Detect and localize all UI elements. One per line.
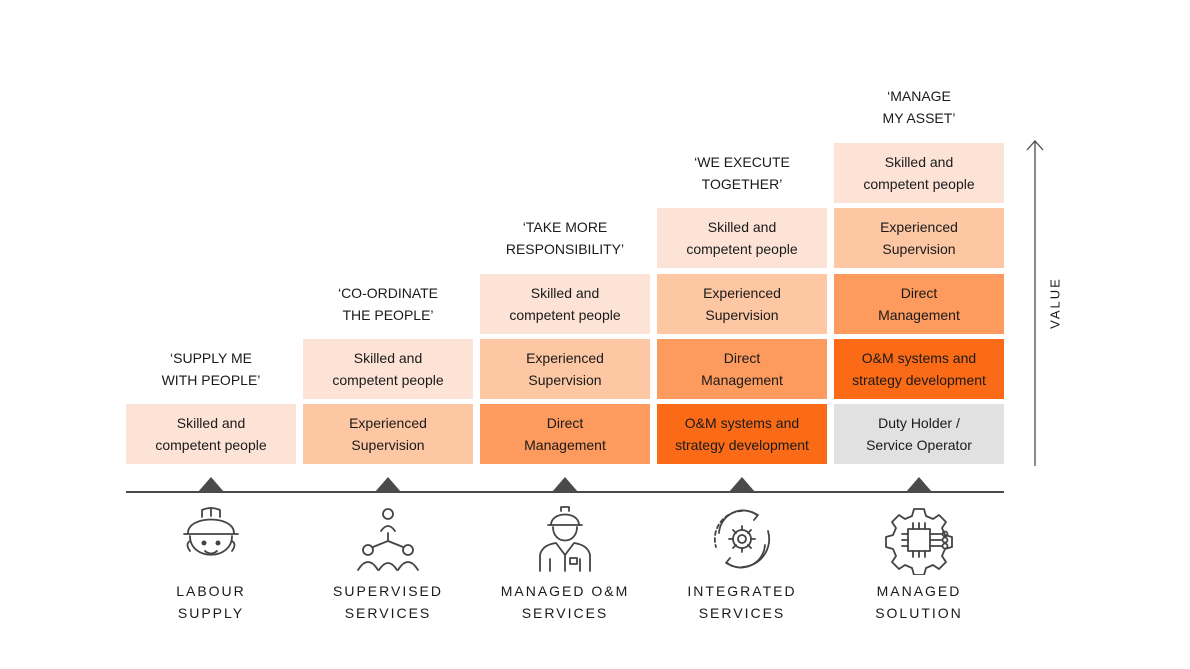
tier-4-box-supervision: Experienced Supervision	[657, 274, 827, 334]
tier-3-box-skilled-people: Skilled and competent people	[480, 274, 650, 334]
gear-cycle-icon	[713, 509, 771, 569]
tier-5-box-management: Direct Management	[834, 274, 1004, 334]
gear-chip-icon	[885, 508, 953, 575]
tier-2-marker	[375, 477, 401, 492]
tier-3-box-management: Direct Management	[480, 404, 650, 464]
tier-5-box-skilled-people: Skilled and competent people	[834, 143, 1004, 203]
engineer-icon	[539, 506, 591, 572]
tier-2-label: SUPERVISED SERVICES	[333, 583, 443, 621]
tier-5-quote: ‘MANAGE MY ASSET’	[882, 88, 956, 126]
tier-4-marker	[729, 477, 755, 492]
tier-4-box-skilled-people: Skilled and competent people	[657, 208, 827, 268]
tier-3-label: MANAGED O&M SERVICES	[500, 583, 630, 621]
tier-2-box-skilled-people: Skilled and competent people	[303, 339, 473, 399]
tier-1-box-skilled-people: Skilled and competent people	[126, 404, 296, 464]
tier-1-quote: ‘SUPPLY ME WITH PEOPLE’	[161, 350, 261, 388]
tier-4-box-systems: O&M systems and strategy development	[657, 404, 827, 464]
tier-3-marker	[552, 477, 578, 492]
team-hierarchy-icon	[357, 508, 419, 571]
tier-4-box-management: Direct Management	[657, 339, 827, 399]
tier-3-quote: ‘TAKE MORE RESPONSIBILITY’	[505, 219, 625, 257]
baseline	[126, 491, 1004, 493]
tier-1-label: LABOUR SUPPLY	[176, 583, 246, 621]
tier-5-box-systems: O&M systems and strategy development	[834, 339, 1004, 399]
tier-2-quote: ‘CO-ORDINATE THE PEOPLE’	[337, 285, 439, 323]
tier-4-label: INTEGRATED SERVICES	[687, 583, 797, 621]
tier-3-box-supervision: Experienced Supervision	[480, 339, 650, 399]
tier-5-marker	[906, 477, 932, 492]
tier-5-label: MANAGED SOLUTION	[875, 583, 963, 621]
tier-4-quote: ‘WE EXECUTE TOGETHER’	[694, 154, 790, 192]
tier-1-marker	[198, 477, 224, 492]
value-axis-arrow	[1026, 140, 1044, 466]
tier-5-box-duty-holder: Duty Holder / Service Operator	[834, 404, 1004, 464]
construction-worker-icon	[183, 507, 239, 556]
tier-2-box-supervision: Experienced Supervision	[303, 404, 473, 464]
tier-5-box-supervision: Experienced Supervision	[834, 208, 1004, 268]
value-axis-label: VALUE	[1047, 277, 1063, 329]
